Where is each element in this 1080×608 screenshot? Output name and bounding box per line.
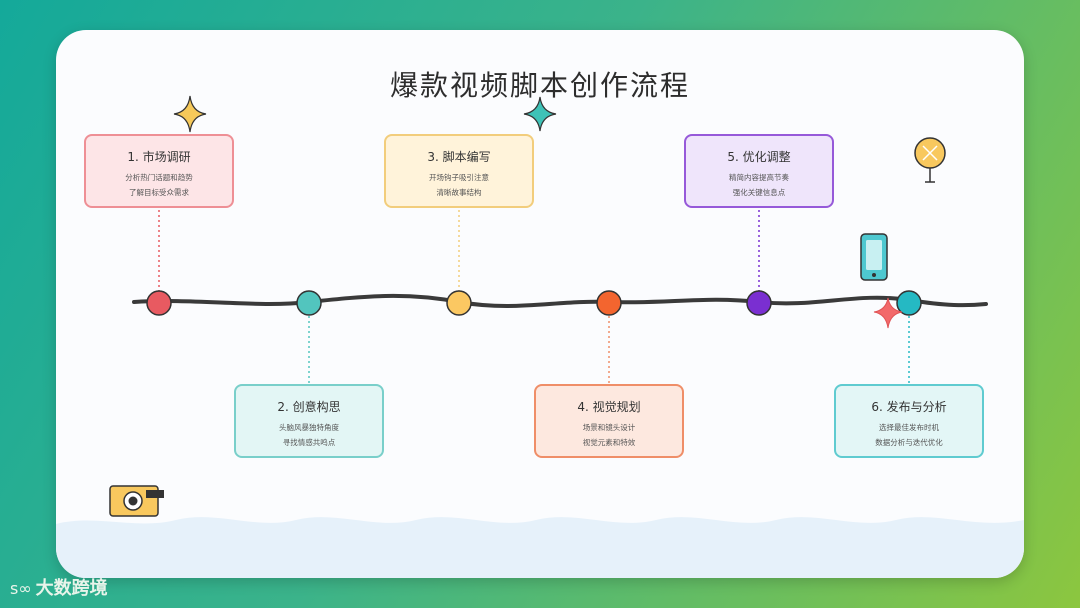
step-line: 寻找情感共鸣点	[282, 438, 336, 447]
step-line: 开场钩子吸引注意	[429, 173, 489, 182]
step-title: 6. 发布与分析	[871, 400, 947, 414]
timeline-node-2	[296, 290, 322, 316]
sparkle-icon	[873, 297, 903, 329]
step-line: 了解目标受众需求	[129, 188, 189, 197]
step-box-1: 1. 市场调研 分析热门话题和趋势 了解目标受众需求	[84, 134, 234, 208]
step-line: 数据分析与迭代优化	[875, 438, 943, 447]
step-title: 4. 视觉规划	[577, 400, 641, 414]
step-line: 场景和镜头设计	[582, 423, 636, 432]
step-line: 强化关键信息点	[732, 188, 786, 197]
watermark-logo: ꜱ∞大数跨境	[10, 574, 108, 600]
sparkle-icon	[173, 95, 207, 133]
step-box-2: 2. 创意构思 头脑风暴独特角度 寻找情感共鸣点	[234, 384, 384, 458]
step-line: 视觉元素和特效	[582, 438, 636, 447]
step-title: 1. 市场调研	[127, 150, 191, 164]
step-box-5: 5. 优化调整 精简内容提高节奏 强化关键信息点	[684, 134, 834, 208]
timeline-node-3	[446, 290, 472, 316]
timeline-node-5	[746, 290, 772, 316]
wave-decoration	[56, 517, 1024, 578]
slide-card: 爆款视频脚本创作流程	[56, 30, 1024, 578]
sparkle-icon	[523, 96, 557, 132]
step-line: 选择最佳发布时机	[879, 423, 939, 432]
timeline-canvas	[56, 95, 1024, 578]
timeline-node-4	[596, 290, 622, 316]
timeline-node-6	[896, 290, 922, 316]
step-box-3: 3. 脚本编写 开场钩子吸引注意 清晰故事结构	[384, 134, 534, 208]
step-box-4: 4. 视觉规划 场景和镜头设计 视觉元素和特效	[534, 384, 684, 458]
page-title: 爆款视频脚本创作流程	[389, 69, 690, 102]
phone-icon	[860, 233, 888, 281]
brand-mark-icon: ꜱ∞	[10, 579, 32, 598]
step-title: 3. 脚本编写	[427, 150, 491, 164]
step-title: 2. 创意构思	[277, 400, 341, 414]
timeline-line	[132, 293, 988, 309]
step-title: 5. 优化调整	[727, 150, 791, 164]
camera-icon	[109, 485, 164, 517]
step-line: 头脑风暴独特角度	[279, 423, 339, 432]
balloon-icon	[914, 137, 946, 183]
step-box-6: 6. 发布与分析 选择最佳发布时机 数据分析与迭代优化	[834, 384, 984, 458]
timeline-node-1	[146, 290, 172, 316]
step-line: 清晰故事结构	[436, 188, 482, 197]
step-line: 分析热门话题和趋势	[125, 173, 193, 182]
watermark-text: 大数跨境	[35, 578, 108, 599]
step-line: 精简内容提高节奏	[729, 173, 789, 182]
